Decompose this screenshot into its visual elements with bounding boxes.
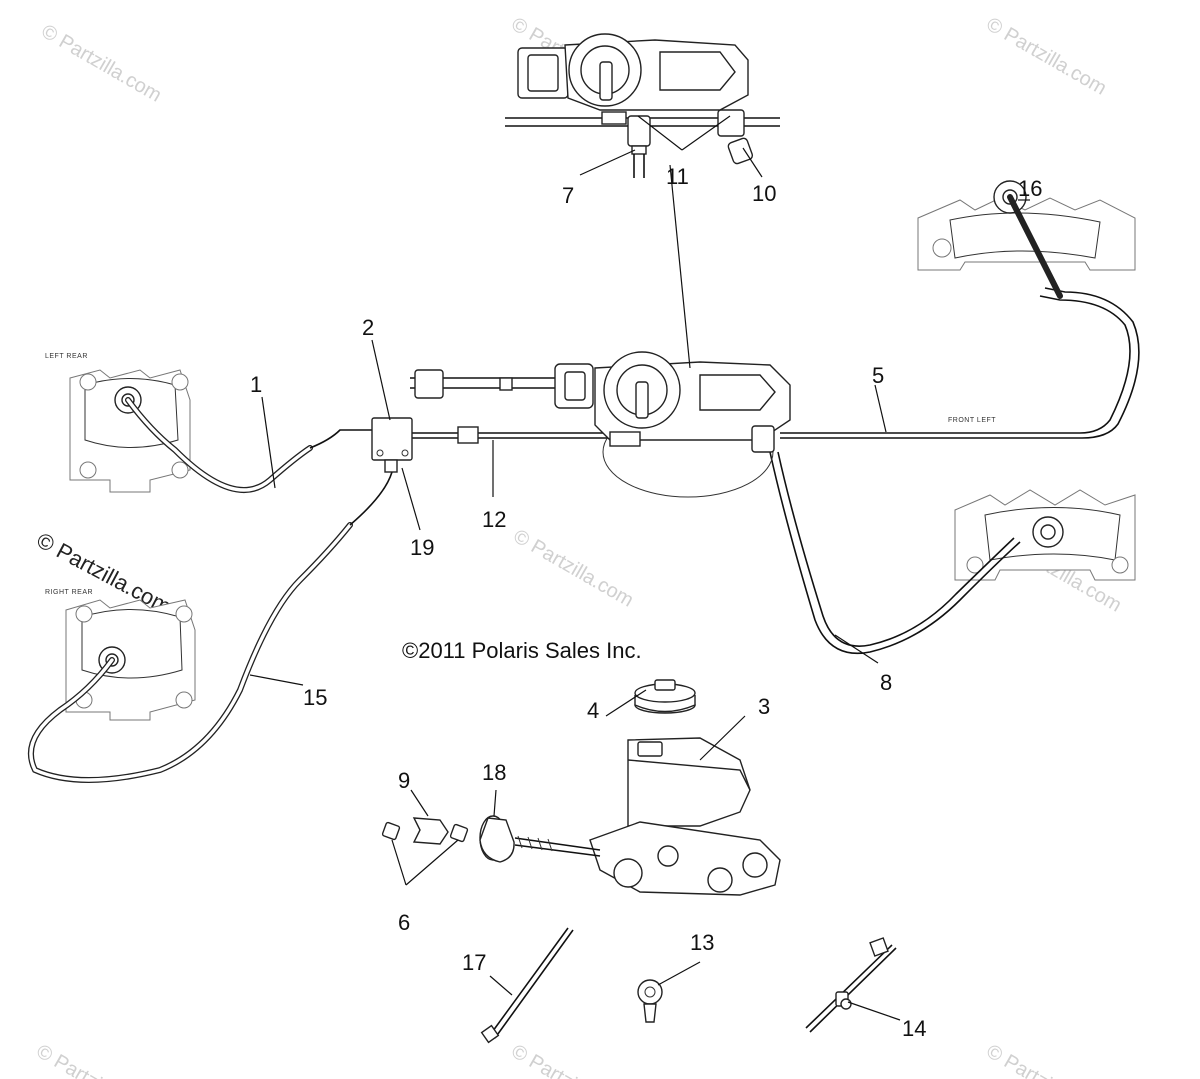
callout-14: 14	[902, 1016, 926, 1041]
cable-tie	[480, 927, 574, 1044]
master-cylinder-assembly	[410, 351, 791, 498]
junction-block	[371, 417, 413, 473]
callout-19: 19	[410, 535, 434, 560]
callout-1: 1	[250, 372, 262, 397]
tie-clip-assembly	[805, 937, 897, 1033]
callout-6: 6	[398, 910, 410, 935]
callout-8: 8	[880, 670, 892, 695]
front-left-label: FRONT LEFT	[948, 417, 996, 424]
callout-2: 2	[362, 315, 374, 340]
callout-16: 16	[1018, 176, 1042, 201]
leader-lines	[249, 115, 1030, 1021]
callout-numbers: 1 2 3 4 5 6 7 8 9 10 11 12 13 14 15 16 1…	[250, 164, 1042, 1041]
master-cylinder	[514, 737, 781, 896]
callout-3: 3	[758, 694, 770, 719]
left-rear-caliper: LEFT REAR	[45, 353, 191, 493]
callout-15: 15	[303, 685, 327, 710]
callout-10: 10	[752, 181, 776, 206]
watermark-top-left: © Partzilla.com	[38, 20, 166, 106]
right-rear-label: RIGHT REAR	[45, 589, 93, 596]
copyright-text: ©2011 Polaris Sales Inc.	[402, 638, 642, 663]
clip	[637, 979, 663, 1023]
clevis-and-nuts	[381, 817, 469, 845]
watermark-bottom-center: © Partzilla.com	[508, 1040, 636, 1079]
reservoir-cap	[634, 679, 696, 714]
callout-5: 5	[872, 363, 884, 388]
left-rear-label: LEFT REAR	[45, 353, 88, 360]
watermark-mid-center: © Partzilla.com	[510, 525, 638, 611]
front-lower-caliper	[954, 489, 1136, 581]
master-cylinder-detail-top	[505, 33, 780, 178]
callout-13: 13	[690, 930, 714, 955]
callout-18: 18	[482, 760, 506, 785]
callout-9: 9	[398, 768, 410, 793]
watermark-top-right: © Partzilla.com	[983, 13, 1111, 99]
callout-7: 7	[562, 183, 574, 208]
callout-4: 4	[587, 698, 599, 723]
callout-17: 17	[462, 950, 486, 975]
callout-12: 12	[482, 507, 506, 532]
brake-lines	[28, 194, 1140, 783]
watermark-bottom-left: © Partzilla.com	[33, 1040, 161, 1079]
callout-11: 11	[666, 164, 689, 189]
watermark-bottom-right: © Partzilla.com	[983, 1040, 1111, 1079]
right-rear-caliper: RIGHT REAR	[45, 589, 196, 721]
boot	[479, 815, 515, 863]
